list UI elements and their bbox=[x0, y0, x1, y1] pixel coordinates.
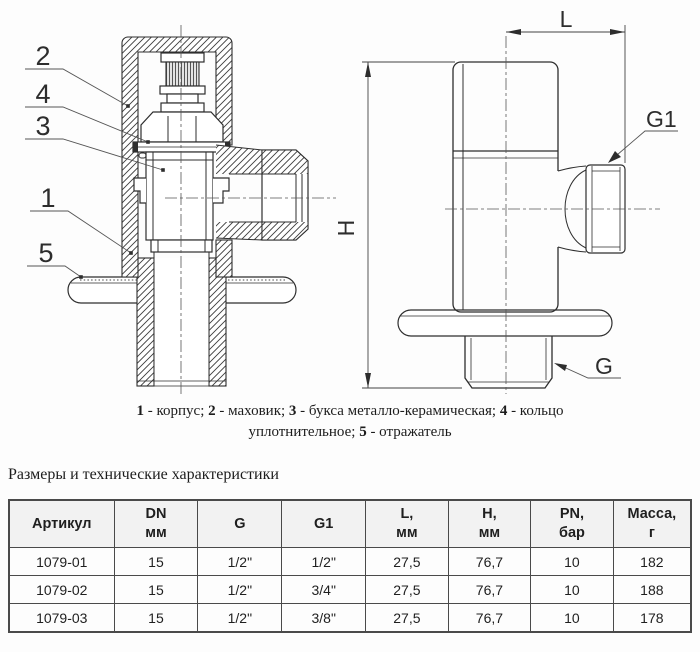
section-title: Размеры и технические характеристики bbox=[8, 466, 279, 483]
right-flange bbox=[397, 309, 613, 337]
table-cell: 76,7 bbox=[447, 603, 532, 633]
technical-drawing: 2 4 3 1 5 bbox=[25, 6, 678, 396]
table-cell: 27,5 bbox=[365, 575, 449, 604]
table-header-cell: G1 bbox=[281, 499, 367, 548]
left-section-view: 2 4 3 1 5 bbox=[25, 25, 336, 396]
table-cell: 1/2" bbox=[197, 575, 283, 604]
caption-part-number: 3 bbox=[288, 403, 297, 419]
ceramic-cartridge bbox=[133, 151, 230, 253]
table-cell: 27,5 bbox=[365, 603, 449, 633]
table-cell: 3/4" bbox=[281, 575, 367, 604]
caption-part-number: 5 bbox=[359, 424, 367, 440]
callout-3-label: 3 bbox=[35, 111, 50, 141]
right-body bbox=[452, 61, 559, 313]
table-cell: 1/2" bbox=[281, 547, 367, 576]
table-cell: 1/2" bbox=[197, 603, 283, 633]
caption-part-text: - кольцо bbox=[507, 403, 564, 419]
callouts: 2 4 3 1 5 bbox=[25, 41, 165, 279]
table-cell: 27,5 bbox=[365, 547, 449, 576]
table-cell: 1079-03 bbox=[8, 603, 115, 633]
caption-part-number: 4 bbox=[499, 403, 508, 419]
table-cell: 1079-02 bbox=[8, 575, 115, 604]
dimension-L: L bbox=[506, 6, 626, 163]
table-cell: 10 bbox=[530, 603, 614, 633]
right-tail-pipe bbox=[464, 336, 553, 389]
table-cell: 15 bbox=[113, 547, 199, 576]
callout-1-label: 1 bbox=[40, 183, 55, 213]
side-outlet-section bbox=[215, 144, 309, 241]
caption-part-number: 1 bbox=[136, 403, 145, 419]
table-header-cell: G bbox=[197, 499, 283, 548]
tail-pipe-section bbox=[136, 252, 227, 387]
caption-part-text: - отражатель bbox=[366, 424, 452, 440]
valve-stem-assembly bbox=[140, 52, 224, 143]
table-header-cell: H,мм bbox=[447, 499, 532, 548]
caption-part-text: - маховик; bbox=[215, 403, 289, 419]
callout-5-label: 5 bbox=[38, 238, 53, 268]
right-dimension-view: L H G1 G bbox=[333, 6, 678, 394]
table-cell: 188 bbox=[612, 575, 692, 604]
dim-label-H: H bbox=[333, 220, 359, 237]
table-cell: 15 bbox=[113, 575, 199, 604]
table-cell: 178 bbox=[612, 603, 692, 633]
table-header-cell: Масса,г bbox=[612, 499, 692, 548]
table-header-cell: L,мм bbox=[365, 499, 449, 548]
dim-label-G1: G1 bbox=[646, 106, 677, 132]
dim-label-G: G bbox=[595, 353, 613, 379]
table-cell: 182 bbox=[612, 547, 692, 576]
caption-part-text: - корпус; bbox=[144, 403, 209, 419]
dim-label-L: L bbox=[560, 6, 573, 32]
packing-nut bbox=[140, 111, 224, 143]
leader-G: G bbox=[554, 353, 621, 379]
table-cell: 76,7 bbox=[447, 547, 532, 576]
valve-body-shell bbox=[121, 36, 233, 278]
caption-part-text: - букса металло-керамическая; bbox=[296, 403, 500, 419]
table-cell: 10 bbox=[530, 575, 614, 604]
leader-G1: G1 bbox=[608, 106, 678, 163]
drawing-caption: 1 - корпус; 2 - маховик; 3 - букса метал… bbox=[0, 401, 700, 443]
table-cell: 10 bbox=[530, 547, 614, 576]
table-header-cell: Артикул bbox=[8, 499, 115, 548]
caption-line1: 1 - корпус; 2 - маховик; 3 - букса метал… bbox=[0, 401, 700, 422]
table-cell: 3/8" bbox=[281, 603, 367, 633]
table-header-cell: PN,бар bbox=[530, 499, 614, 548]
callout-4-label: 4 bbox=[35, 79, 50, 109]
caption-part-number: 2 bbox=[208, 403, 216, 419]
table-cell: 1/2" bbox=[197, 547, 283, 576]
caption-line2: уплотнительное; 5 - отражатель bbox=[0, 422, 700, 443]
caption-part-text: уплотнительное; bbox=[248, 424, 360, 440]
dimension-H: H bbox=[333, 61, 462, 389]
table-cell: 1079-01 bbox=[8, 547, 115, 576]
callout-2-label: 2 bbox=[35, 41, 50, 71]
table-cell: 76,7 bbox=[447, 575, 532, 604]
table-cell: 15 bbox=[113, 603, 199, 633]
